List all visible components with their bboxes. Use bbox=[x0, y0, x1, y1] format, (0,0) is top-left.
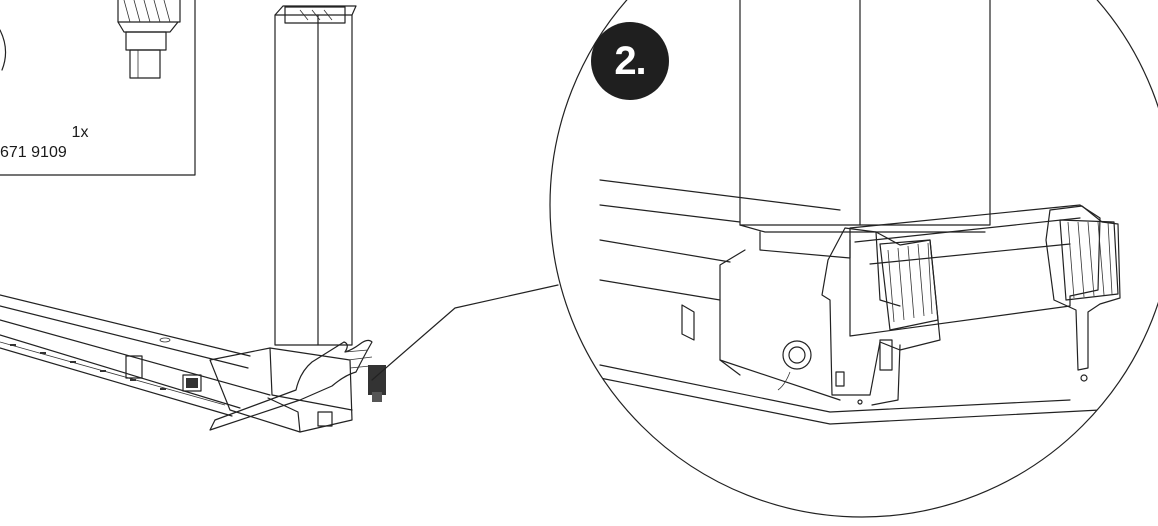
part-number: 671 9109 bbox=[0, 144, 67, 161]
parts-box-clip-illustration bbox=[0, 0, 181, 79]
table-leg bbox=[274, 5, 357, 346]
part-quantity: 1x bbox=[71, 124, 89, 141]
detail-magnifier bbox=[549, 0, 1158, 518]
parts-box bbox=[0, 0, 196, 176]
desk-frame-rail bbox=[0, 294, 353, 433]
step-number-badge: 2. bbox=[591, 22, 669, 100]
callout-leader-line bbox=[371, 284, 559, 381]
